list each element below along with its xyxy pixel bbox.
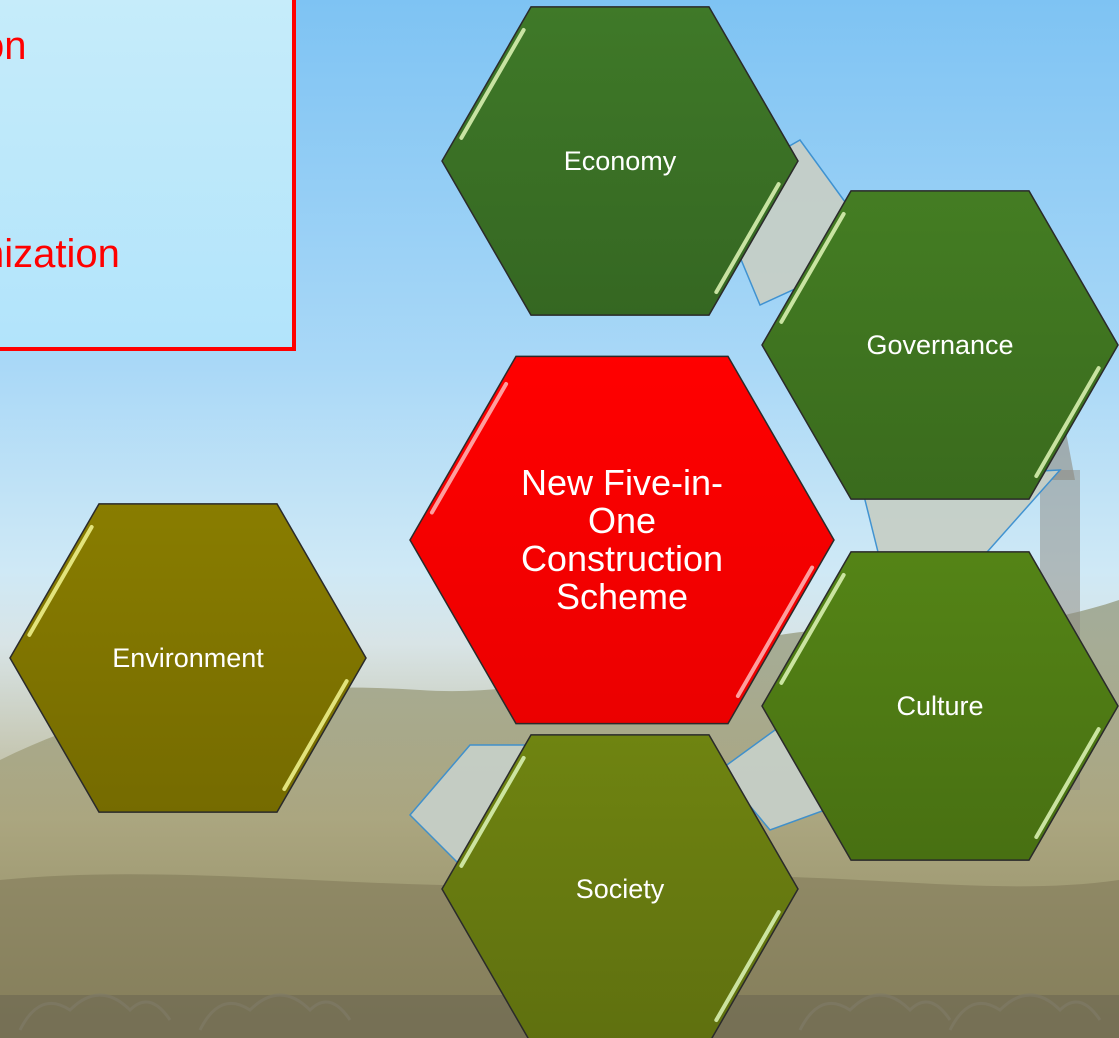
governance-gloss-1 bbox=[779, 211, 846, 324]
governance-hex-shape bbox=[761, 190, 1119, 500]
environment-hexagon bbox=[9, 503, 367, 813]
environment-gloss-2 bbox=[282, 679, 349, 792]
cloud-motifs bbox=[18, 993, 1102, 1031]
economy-label: Economy bbox=[563, 145, 677, 176]
environment-gloss-1 bbox=[27, 524, 94, 637]
hexagons bbox=[9, 6, 1119, 1038]
society-gloss-2 bbox=[714, 910, 781, 1023]
environment-label: Environment bbox=[112, 642, 264, 673]
governance-hexagon bbox=[761, 190, 1119, 500]
culture-hex-shape bbox=[761, 551, 1119, 861]
economy-gloss-1 bbox=[459, 27, 526, 140]
culture-hexagon bbox=[761, 551, 1119, 861]
callout-line-1: on bbox=[0, 24, 27, 68]
economy-hexagon bbox=[441, 6, 799, 316]
center-gloss-1 bbox=[429, 381, 509, 515]
society-hex-shape bbox=[441, 734, 799, 1038]
governance-label: Governance bbox=[866, 329, 1014, 360]
governance-gloss-2 bbox=[1034, 366, 1101, 479]
culture-gloss-1 bbox=[779, 572, 846, 685]
economy-hex-shape bbox=[441, 6, 799, 316]
society-gloss-1 bbox=[459, 755, 526, 868]
center-hexagon bbox=[409, 355, 835, 725]
culture-label: Culture bbox=[896, 690, 984, 721]
society-hexagon bbox=[441, 734, 799, 1038]
culture-gloss-2 bbox=[1034, 727, 1101, 840]
center-hex-shape bbox=[409, 355, 835, 725]
economy-gloss-2 bbox=[714, 182, 781, 295]
center-gloss-2 bbox=[735, 565, 815, 699]
environment-hex-shape bbox=[9, 503, 367, 813]
society-label: Society bbox=[575, 873, 665, 904]
